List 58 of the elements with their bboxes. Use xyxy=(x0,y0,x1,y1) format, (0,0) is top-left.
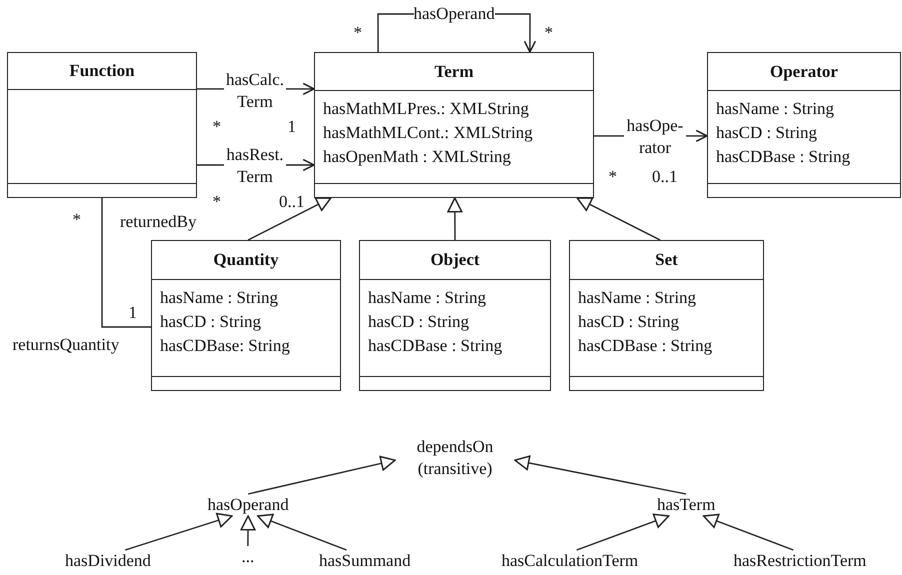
attribute-text: hasName : String xyxy=(578,287,696,309)
attribute-text: hasCDBase: String xyxy=(160,335,290,357)
attribute-text: hasName : String xyxy=(716,98,834,120)
class-name: Operator xyxy=(770,62,838,82)
generalization-arrow xyxy=(124,512,233,551)
multiplicity-label: 0..1 xyxy=(652,168,678,186)
class-box xyxy=(151,240,341,391)
class-box xyxy=(314,52,594,198)
multiplicity-label: 1 xyxy=(288,118,296,136)
attribute-text: hasCDBase : String xyxy=(716,146,850,168)
generalization-arrow xyxy=(248,456,396,495)
generalization-arrow xyxy=(248,197,332,241)
property-text: ... xyxy=(242,546,254,568)
class-name: Term xyxy=(434,62,474,82)
property-text: hasSummand xyxy=(319,550,411,572)
multiplicity-label: 1 xyxy=(128,304,137,322)
attribute-text: hasMathMLCont.: XMLString xyxy=(323,122,533,144)
generalization-arrow xyxy=(240,515,256,546)
attribute-text: hasCD : String xyxy=(578,311,680,333)
class-name: Quantity xyxy=(213,250,279,270)
property-text: hasOperand xyxy=(208,494,289,516)
generalization-arrow xyxy=(576,197,660,241)
multiplicity-label: * xyxy=(354,24,362,42)
class-box xyxy=(7,52,197,198)
class-name: Function xyxy=(69,61,135,81)
attribute-text: hasName : String xyxy=(160,287,278,309)
generalization-arrow xyxy=(514,455,686,495)
generalization-arrow xyxy=(576,514,670,551)
multiplicity-label: * xyxy=(608,168,617,186)
class-box xyxy=(359,240,551,391)
attribute-text: hasCDBase : String xyxy=(368,335,502,357)
multiplicity-label: * xyxy=(212,193,221,211)
multiplicity-label: * xyxy=(544,24,553,42)
attribute-text: hasCD : String xyxy=(160,311,262,333)
property-text: hasDividend xyxy=(65,550,151,572)
attribute-text: hasCD : String xyxy=(716,122,818,144)
multiplicity-label: returnsQuantity xyxy=(12,336,120,354)
class-name: Object xyxy=(430,250,480,270)
class-box xyxy=(707,52,901,198)
class-box xyxy=(569,240,764,391)
attribute-text: hasName : String xyxy=(368,287,486,309)
property-text: hasTerm xyxy=(657,494,716,516)
association-line xyxy=(101,198,151,328)
edge-label: returnedBy xyxy=(120,211,196,233)
property-text: dependsOn (transitive) xyxy=(395,436,515,480)
attribute-text: hasOpenMath : XMLString xyxy=(323,146,511,168)
property-text: hasCalculationTerm xyxy=(502,550,638,572)
multiplicity-label: * xyxy=(212,118,221,136)
attribute-text: hasCD : String xyxy=(368,311,470,333)
class-name: Set xyxy=(655,250,678,270)
attribute-text: hasMathMLPres.: XMLString xyxy=(323,98,529,120)
generalization-arrow xyxy=(447,197,462,240)
multiplicity-label: * xyxy=(72,211,81,229)
generalization-arrow xyxy=(702,514,794,551)
multiplicity-label: 0..1 xyxy=(279,193,304,211)
attribute-text: hasCDBase : String xyxy=(578,335,712,357)
property-text: hasRestrictionTerm xyxy=(734,550,866,572)
generalization-arrow xyxy=(257,514,347,551)
